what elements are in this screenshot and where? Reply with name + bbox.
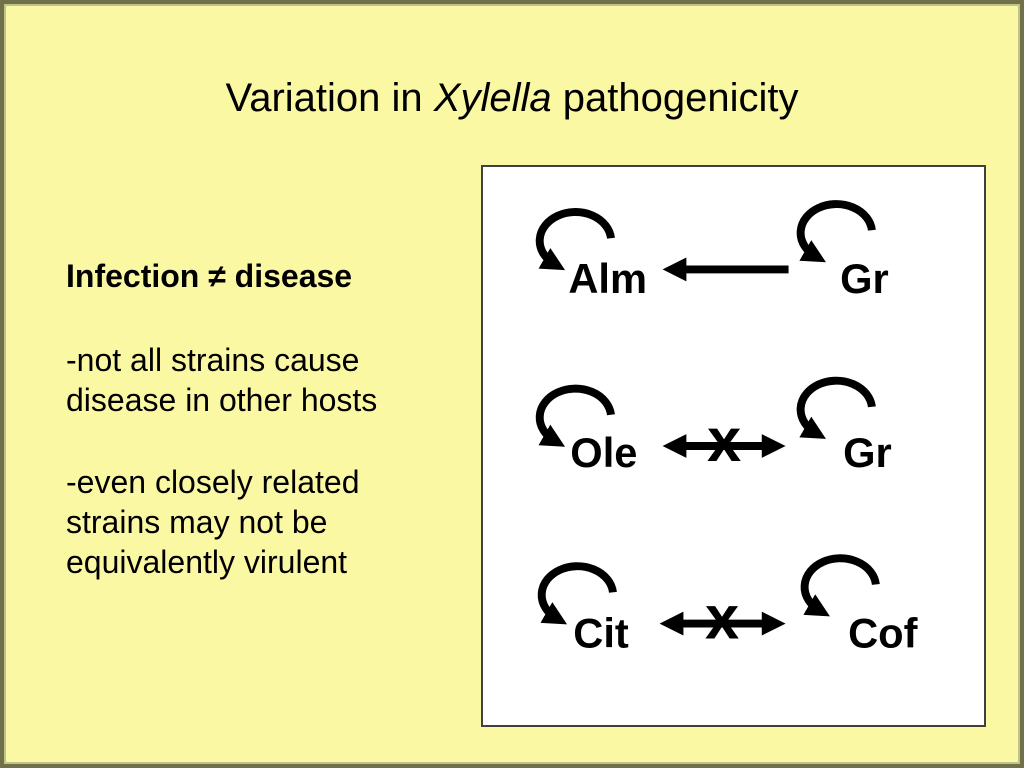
- arrowhead-left-icon: [662, 257, 687, 282]
- text-line: strains may not be: [66, 504, 328, 540]
- host-label-left: Cit: [573, 609, 629, 656]
- host-label-right: Gr: [843, 429, 892, 476]
- arrowhead-left-icon: [659, 611, 684, 636]
- title-suffix: pathogenicity: [562, 76, 799, 120]
- text-line: disease in other hosts: [66, 382, 378, 418]
- title-prefix: Variation in: [225, 76, 423, 120]
- row-alm-gr: Alm Gr: [535, 200, 889, 302]
- text-line: -even closely related: [66, 464, 360, 500]
- infection-heading: Infection ≠ disease: [66, 258, 353, 294]
- host-label-right: Cof: [848, 609, 918, 656]
- host-label-left: Ole: [570, 429, 637, 476]
- diagram-box: Alm Gr Ole x Gr Cit: [481, 165, 986, 727]
- paragraph-strains: -not all strains cause disease in other …: [66, 340, 466, 420]
- host-label-right: Gr: [840, 255, 889, 302]
- self-loop-icon: [796, 200, 876, 263]
- text-line: equivalently virulent: [66, 544, 348, 580]
- self-loop-icon: [537, 562, 617, 625]
- arrowhead-left-icon: [662, 434, 687, 458]
- self-loop-icon: [535, 208, 615, 271]
- self-loop-icon: [800, 554, 880, 617]
- blocked-cross-mark: x: [707, 406, 741, 475]
- paragraph-virulence: -even closely related strains may not be…: [66, 462, 466, 582]
- blocked-cross-mark: x: [705, 583, 739, 652]
- self-loop-icon: [796, 376, 876, 439]
- title-species-italic: Xylella: [433, 76, 552, 120]
- arrowhead-right-icon: [761, 434, 786, 458]
- slide-title: Variation in Xylella pathogenicity: [4, 76, 1020, 121]
- row-cit-cof: Cit x Cof: [537, 554, 918, 656]
- relationship-diagram: Alm Gr Ole x Gr Cit: [535, 200, 918, 656]
- arrowhead-right-icon: [761, 611, 786, 636]
- text-line: -not all strains cause: [66, 342, 360, 378]
- row-ole-gr: Ole x Gr: [535, 376, 892, 476]
- self-loop-icon: [535, 384, 615, 447]
- left-text-block: Infection ≠ disease -not all strains cau…: [66, 256, 466, 624]
- host-label-left: Alm: [568, 255, 647, 302]
